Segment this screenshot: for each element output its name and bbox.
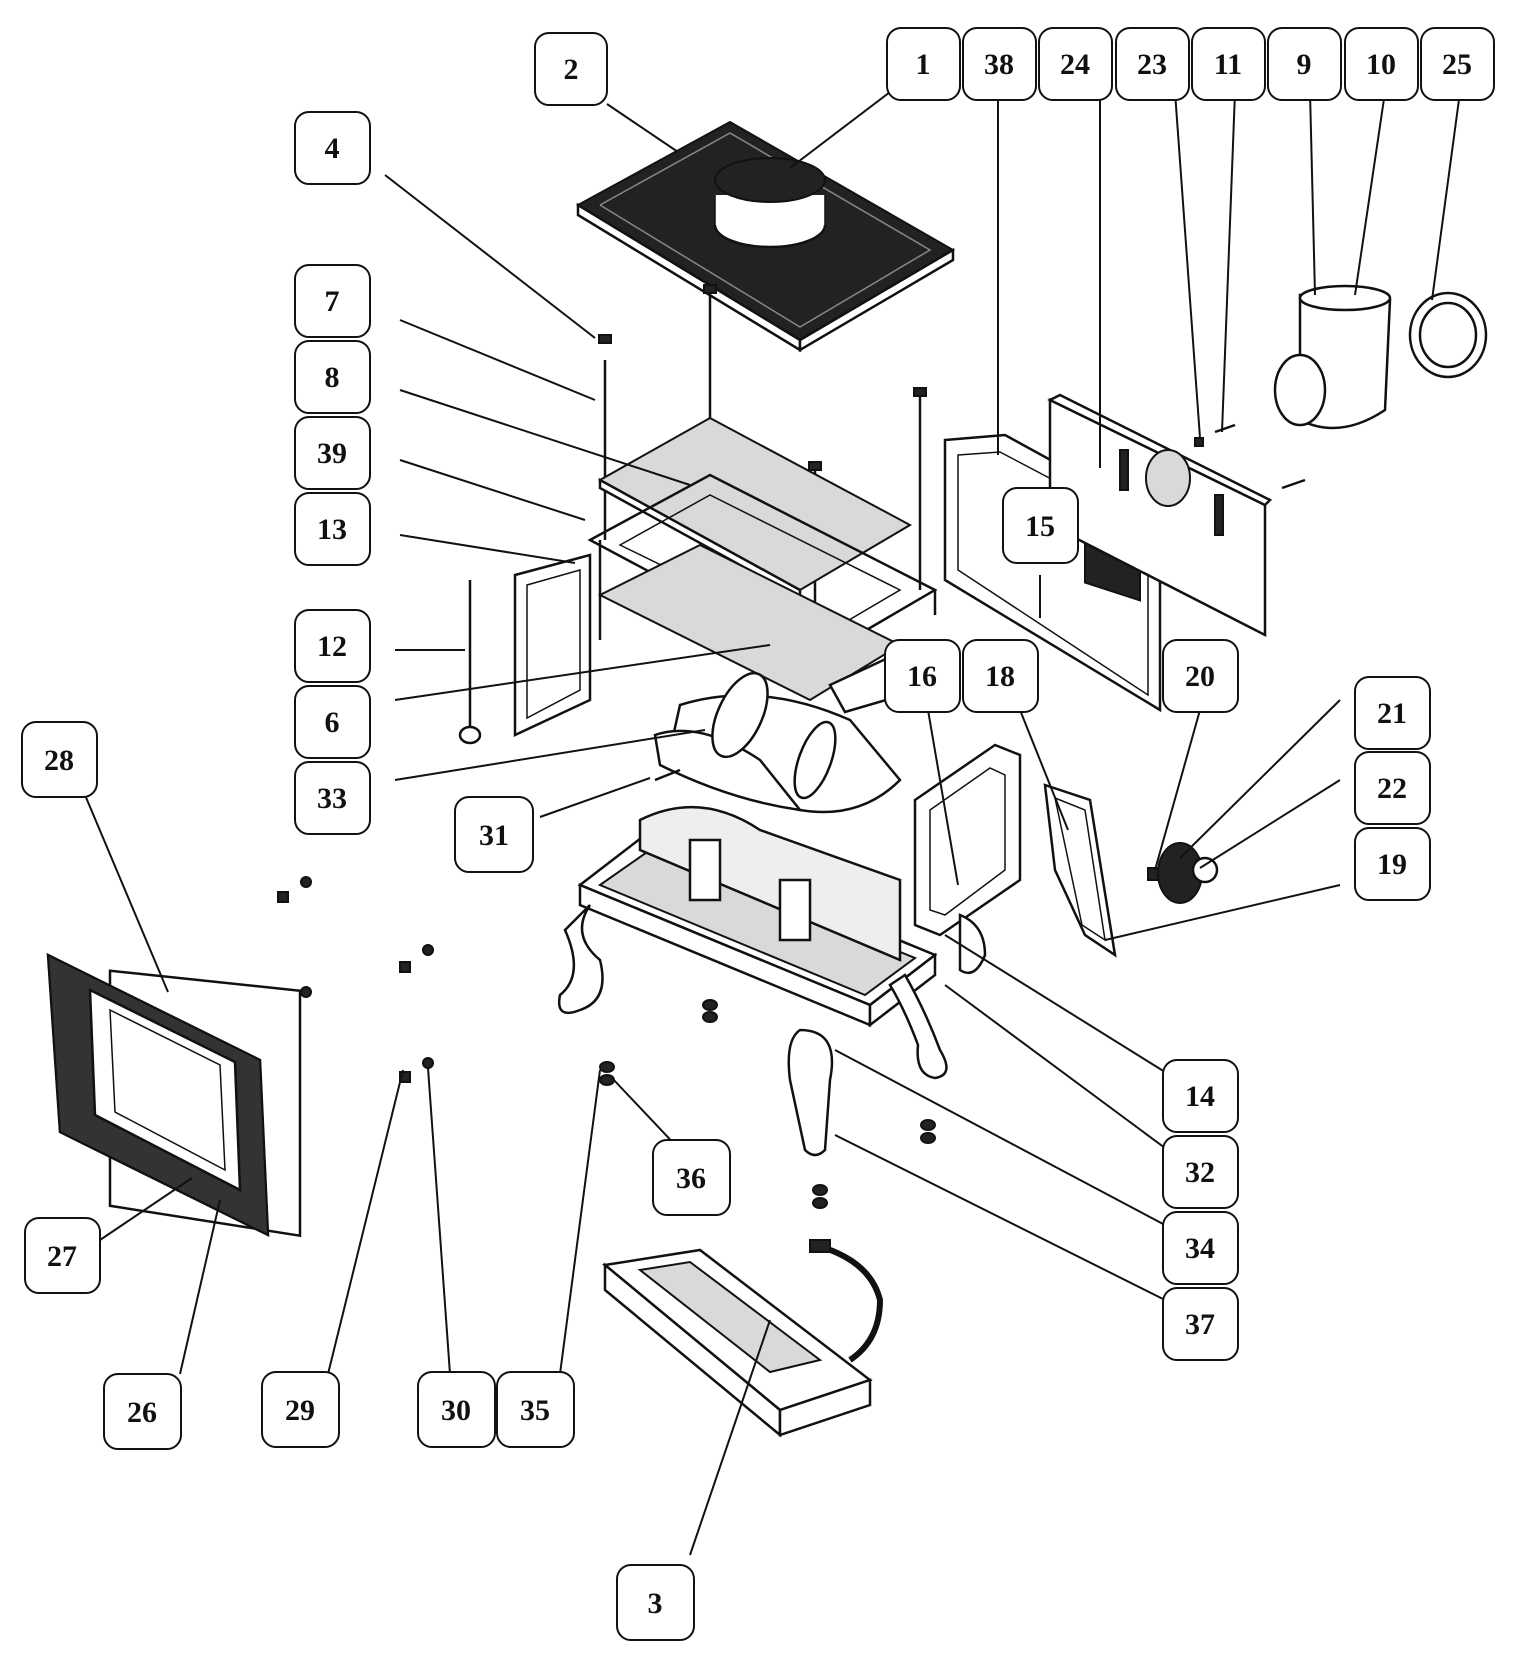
part-firebox-frame [587, 473, 938, 702]
svg-text:28: 28 [44, 744, 74, 777]
part-knob-assembly [1147, 842, 1219, 904]
part-base-assembly [577, 805, 938, 1028]
callout-38: 38 [962, 27, 1037, 101]
part-log-set [653, 671, 902, 814]
callout-30: 30 [417, 1371, 496, 1448]
callout-4: 4 [294, 111, 371, 185]
callout-24: 24 [1038, 27, 1113, 101]
svg-text:3: 3 [648, 1587, 663, 1620]
svg-text:33: 33 [317, 782, 347, 815]
svg-text:34: 34 [1185, 1232, 1215, 1265]
part-flue-elbow [1273, 284, 1392, 430]
svg-text:1: 1 [916, 48, 931, 81]
part-heat-shield [1047, 393, 1273, 638]
callout-10: 10 [1344, 27, 1419, 101]
part-side-panel [513, 553, 592, 737]
callout-20: 20 [1162, 639, 1239, 713]
svg-text:24: 24 [1060, 48, 1090, 81]
leader-lines [84, 91, 1461, 1556]
svg-text:7: 7 [325, 285, 340, 318]
svg-text:13: 13 [317, 513, 347, 546]
callout-12: 12 [294, 609, 371, 683]
svg-text:12: 12 [317, 630, 347, 663]
callout-25: 25 [1420, 27, 1495, 101]
part-rod-12 [458, 725, 482, 745]
svg-text:38: 38 [984, 48, 1014, 81]
part-legs [557, 904, 987, 1157]
svg-text:22: 22 [1377, 772, 1407, 805]
part-flue-collar [713, 157, 827, 249]
callout-27: 27 [24, 1217, 101, 1294]
svg-text:10: 10 [1366, 48, 1396, 81]
part-bolts [1194, 423, 1306, 490]
callout-23: 23 [1115, 27, 1190, 101]
callout-19: 19 [1354, 827, 1431, 901]
svg-text:18: 18 [985, 660, 1015, 693]
callout-16: 16 [884, 639, 961, 713]
callout-11: 11 [1191, 27, 1266, 101]
part-side-door-frame [913, 743, 1022, 937]
svg-text:36: 36 [676, 1162, 706, 1195]
svg-text:16: 16 [907, 660, 937, 693]
part-front-door [46, 952, 302, 1238]
svg-text:32: 32 [1185, 1156, 1215, 1189]
callout-35: 35 [496, 1371, 575, 1448]
svg-text:15: 15 [1025, 510, 1055, 543]
part-leveler-pads [599, 999, 936, 1209]
svg-text:30: 30 [441, 1394, 471, 1427]
callout-39: 39 [294, 416, 371, 490]
callout-7: 7 [294, 264, 371, 338]
callout-28: 28 [21, 721, 98, 798]
callout-14: 14 [1162, 1059, 1239, 1133]
part-small-door [1043, 783, 1117, 958]
svg-text:4: 4 [325, 132, 340, 165]
svg-text:11: 11 [1214, 48, 1242, 81]
callout-3: 3 [616, 1564, 695, 1641]
part-collar-ring [1408, 291, 1488, 379]
callout-21: 21 [1354, 676, 1431, 750]
callout-18: 18 [962, 639, 1039, 713]
svg-text:35: 35 [520, 1394, 550, 1427]
svg-text:37: 37 [1185, 1308, 1215, 1341]
svg-text:39: 39 [317, 437, 347, 470]
callout-34: 34 [1162, 1211, 1239, 1285]
svg-text:8: 8 [325, 361, 340, 394]
callout-36: 36 [652, 1139, 731, 1216]
callout-1: 1 [886, 27, 961, 101]
svg-text:31: 31 [479, 819, 509, 852]
part-burner-tray [602, 1239, 884, 1438]
svg-text:26: 26 [127, 1396, 157, 1429]
svg-text:14: 14 [1185, 1080, 1215, 1113]
callout-33: 33 [294, 761, 371, 835]
callout-8: 8 [294, 340, 371, 414]
callout-labels: 2 1 38 24 23 11 9 10 [21, 27, 1495, 1641]
callout-22: 22 [1354, 751, 1431, 825]
callout-6: 6 [294, 685, 371, 759]
callout-13: 13 [294, 492, 371, 566]
svg-text:2: 2 [564, 53, 579, 86]
svg-text:21: 21 [1377, 697, 1407, 730]
callout-32: 32 [1162, 1135, 1239, 1209]
svg-text:25: 25 [1442, 48, 1472, 81]
svg-text:29: 29 [285, 1394, 315, 1427]
svg-text:20: 20 [1185, 660, 1215, 693]
part-clips [277, 876, 434, 1083]
callout-15: 15 [1002, 487, 1079, 564]
callout-29: 29 [261, 1371, 340, 1448]
callout-9: 9 [1267, 27, 1342, 101]
callout-37: 37 [1162, 1287, 1239, 1361]
svg-text:23: 23 [1137, 48, 1167, 81]
svg-text:9: 9 [1297, 48, 1312, 81]
part-screw-31 [654, 768, 681, 782]
callout-26: 26 [103, 1373, 182, 1450]
callout-31: 31 [454, 796, 534, 873]
svg-text:6: 6 [325, 706, 340, 739]
svg-text:27: 27 [47, 1240, 77, 1273]
svg-text:19: 19 [1377, 848, 1407, 881]
callout-2: 2 [534, 32, 608, 106]
